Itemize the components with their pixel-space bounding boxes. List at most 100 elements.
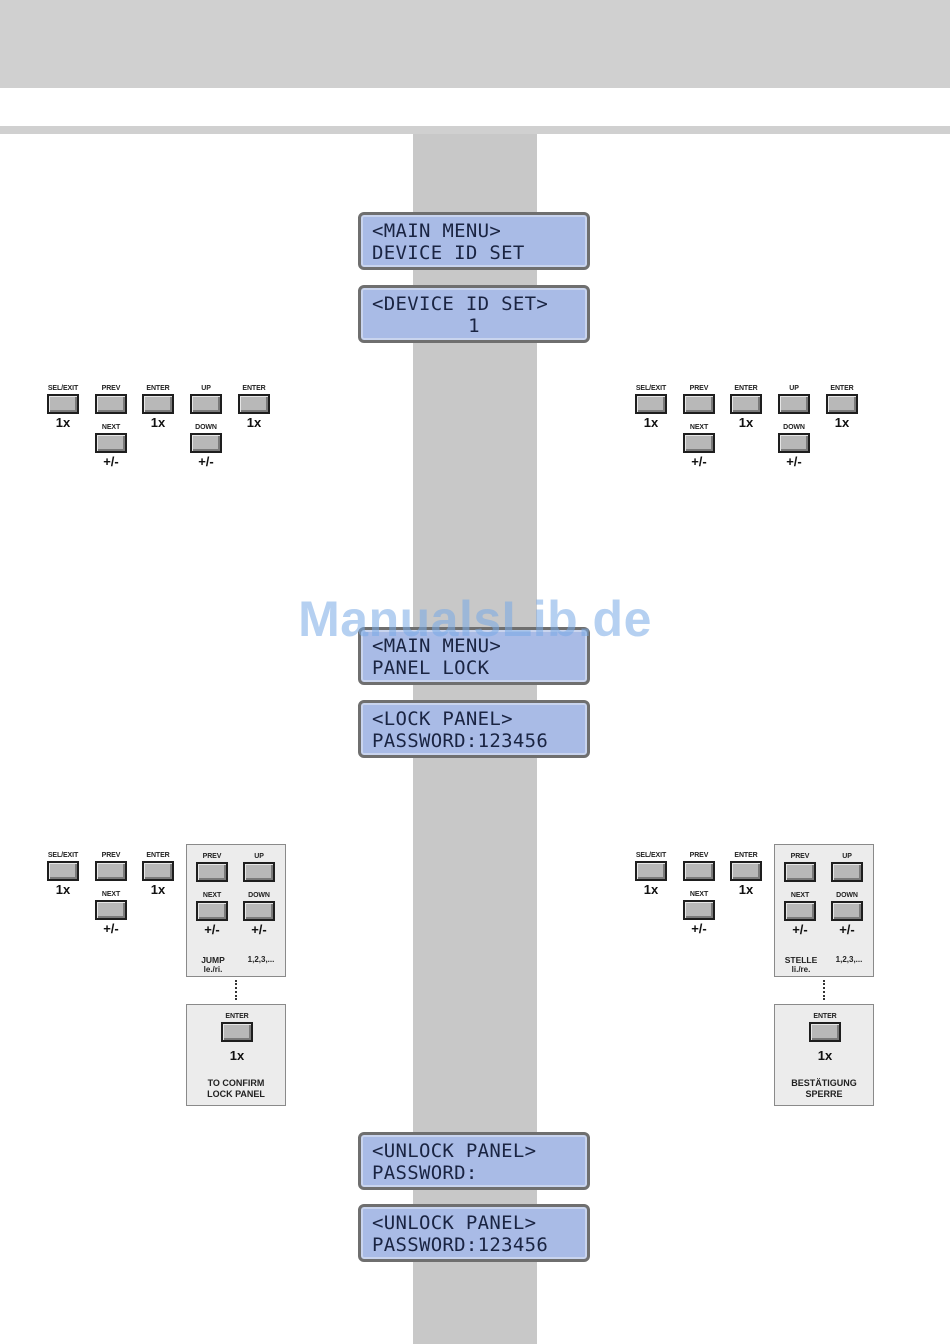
key-button[interactable] bbox=[635, 394, 667, 414]
sel-exit-key[interactable]: SEL/EXIT 1x bbox=[633, 384, 669, 430]
key-label: ENTER bbox=[734, 385, 758, 392]
down-key[interactable]: DOWN +/- bbox=[776, 423, 812, 469]
sel-exit-key[interactable]: SEL/EXIT 1x bbox=[45, 851, 81, 897]
enter-key[interactable]: ENTER 1x bbox=[236, 384, 272, 430]
next-key[interactable]: NEXT +/- bbox=[93, 423, 129, 469]
key-sequence-panel-lock-de: SEL/EXIT 1x PREV NEXT +/- ENTER 1x bbox=[633, 851, 762, 946]
key-sequence-device-id-en: SEL/EXIT 1x PREV NEXT +/- ENTER 1x UP DO… bbox=[45, 384, 295, 479]
key-button[interactable] bbox=[730, 394, 762, 414]
lcd-display-main-menu-panel-lock: <MAIN MENU> PANEL LOCK bbox=[358, 627, 590, 685]
key-button[interactable] bbox=[784, 862, 816, 882]
down-key[interactable]: DOWN +/- bbox=[241, 891, 277, 937]
key-label: NEXT bbox=[689, 891, 709, 898]
key-button[interactable] bbox=[196, 901, 228, 921]
enter-key[interactable]: ENTER 1x bbox=[728, 851, 764, 897]
watermark: ManualsLib.de bbox=[298, 591, 652, 647]
key-button[interactable] bbox=[47, 394, 79, 414]
next-key[interactable]: NEXT +/- bbox=[194, 891, 230, 937]
key-button[interactable] bbox=[196, 862, 228, 882]
prev-key[interactable]: PREV bbox=[93, 384, 129, 414]
key-button[interactable] bbox=[778, 394, 810, 414]
prev-key[interactable]: PREV bbox=[782, 852, 818, 882]
key-button[interactable] bbox=[809, 1022, 841, 1042]
key-label: NEXT bbox=[689, 424, 709, 431]
up-key[interactable]: UP bbox=[776, 384, 812, 414]
lcd-line-1: <LOCK PANEL> bbox=[372, 708, 513, 730]
prev-key[interactable]: PREV bbox=[93, 851, 129, 881]
key-button[interactable] bbox=[95, 861, 127, 881]
next-key[interactable]: NEXT +/- bbox=[681, 423, 717, 469]
key-button[interactable] bbox=[190, 433, 222, 453]
prev-key[interactable]: PREV bbox=[194, 852, 230, 882]
lcd-line-2: PASSWORD:123456 bbox=[372, 730, 549, 752]
lcd-display-lock-panel: <LOCK PANEL> PASSWORD:123456 bbox=[358, 700, 590, 758]
down-key[interactable]: DOWN +/- bbox=[188, 423, 224, 469]
lcd-line-2: PASSWORD: bbox=[372, 1162, 478, 1184]
enter-key[interactable]: ENTER 1x bbox=[219, 1012, 255, 1063]
enter-key[interactable]: ENTER 1x bbox=[140, 851, 176, 897]
enter-key[interactable]: ENTER 1x bbox=[140, 384, 176, 430]
press-count: +/- bbox=[103, 454, 119, 469]
enter-key[interactable]: ENTER 1x bbox=[728, 384, 764, 430]
lcd-line-2: PASSWORD:123456 bbox=[372, 1234, 549, 1256]
key-button[interactable] bbox=[243, 901, 275, 921]
digits-label: 1,2,3,... bbox=[835, 955, 863, 964]
key-button[interactable] bbox=[831, 901, 863, 921]
key-button[interactable] bbox=[221, 1022, 253, 1042]
key-label: NEXT bbox=[202, 892, 222, 899]
lcd-display-unlock-panel-filled: <UNLOCK PANEL> PASSWORD:123456 bbox=[358, 1204, 590, 1262]
key-button[interactable] bbox=[238, 394, 270, 414]
dotted-connector bbox=[823, 980, 825, 1000]
key-sequence-panel-lock-en: SEL/EXIT 1x PREV NEXT +/- ENTER 1x bbox=[45, 851, 174, 946]
key-button[interactable] bbox=[831, 862, 863, 882]
key-label: DOWN bbox=[195, 424, 217, 431]
key-label: PREV bbox=[689, 385, 709, 392]
key-button[interactable] bbox=[47, 861, 79, 881]
confirm-box-de: ENTER 1x BESTÄTIGUNG SPERRE bbox=[774, 1004, 874, 1106]
press-count: 1x bbox=[738, 415, 754, 430]
header-band bbox=[0, 0, 950, 88]
up-key[interactable]: UP bbox=[829, 852, 865, 882]
key-button[interactable] bbox=[683, 861, 715, 881]
key-label: PREV bbox=[202, 853, 222, 860]
key-button[interactable] bbox=[683, 394, 715, 414]
prev-key[interactable]: PREV bbox=[681, 384, 717, 414]
lcd-display-device-id-set: <DEVICE ID SET> 1 bbox=[358, 285, 590, 343]
key-label: ENTER bbox=[146, 852, 170, 859]
key-button[interactable] bbox=[243, 862, 275, 882]
sel-exit-key[interactable]: SEL/EXIT 1x bbox=[633, 851, 669, 897]
key-button[interactable] bbox=[142, 394, 174, 414]
up-key[interactable]: UP bbox=[188, 384, 224, 414]
key-button[interactable] bbox=[95, 900, 127, 920]
key-button[interactable] bbox=[826, 394, 858, 414]
key-button[interactable] bbox=[95, 394, 127, 414]
key-label: UP bbox=[201, 385, 211, 392]
confirm-line-1: TO CONFIRM bbox=[207, 1078, 265, 1088]
next-key[interactable]: NEXT +/- bbox=[782, 891, 818, 937]
prev-key[interactable]: PREV bbox=[681, 851, 717, 881]
sel-exit-key[interactable]: SEL/EXIT 1x bbox=[45, 384, 81, 430]
enter-key[interactable]: ENTER 1x bbox=[807, 1012, 843, 1063]
key-label: SEL/EXIT bbox=[47, 385, 79, 392]
key-button[interactable] bbox=[95, 433, 127, 453]
key-button[interactable] bbox=[683, 900, 715, 920]
key-label: PREV bbox=[101, 385, 121, 392]
key-button[interactable] bbox=[635, 861, 667, 881]
confirm-box-en: ENTER 1x TO CONFIRM LOCK PANEL bbox=[186, 1004, 286, 1106]
key-button[interactable] bbox=[190, 394, 222, 414]
key-button[interactable] bbox=[730, 861, 762, 881]
key-button[interactable] bbox=[778, 433, 810, 453]
password-entry-box-en: PREV UP NEXT +/- DOWN +/- JUMP le./ri. 1… bbox=[186, 844, 286, 977]
press-count: +/- bbox=[792, 922, 808, 937]
next-key[interactable]: NEXT +/- bbox=[93, 890, 129, 936]
key-button[interactable] bbox=[784, 901, 816, 921]
up-key[interactable]: UP bbox=[241, 852, 277, 882]
confirm-line-2: LOCK PANEL bbox=[207, 1089, 265, 1099]
dotted-connector bbox=[235, 980, 237, 1000]
key-button[interactable] bbox=[142, 861, 174, 881]
down-key[interactable]: DOWN +/- bbox=[829, 891, 865, 937]
press-count: 1x bbox=[643, 415, 659, 430]
enter-key[interactable]: ENTER 1x bbox=[824, 384, 860, 430]
key-button[interactable] bbox=[683, 433, 715, 453]
next-key[interactable]: NEXT +/- bbox=[681, 890, 717, 936]
